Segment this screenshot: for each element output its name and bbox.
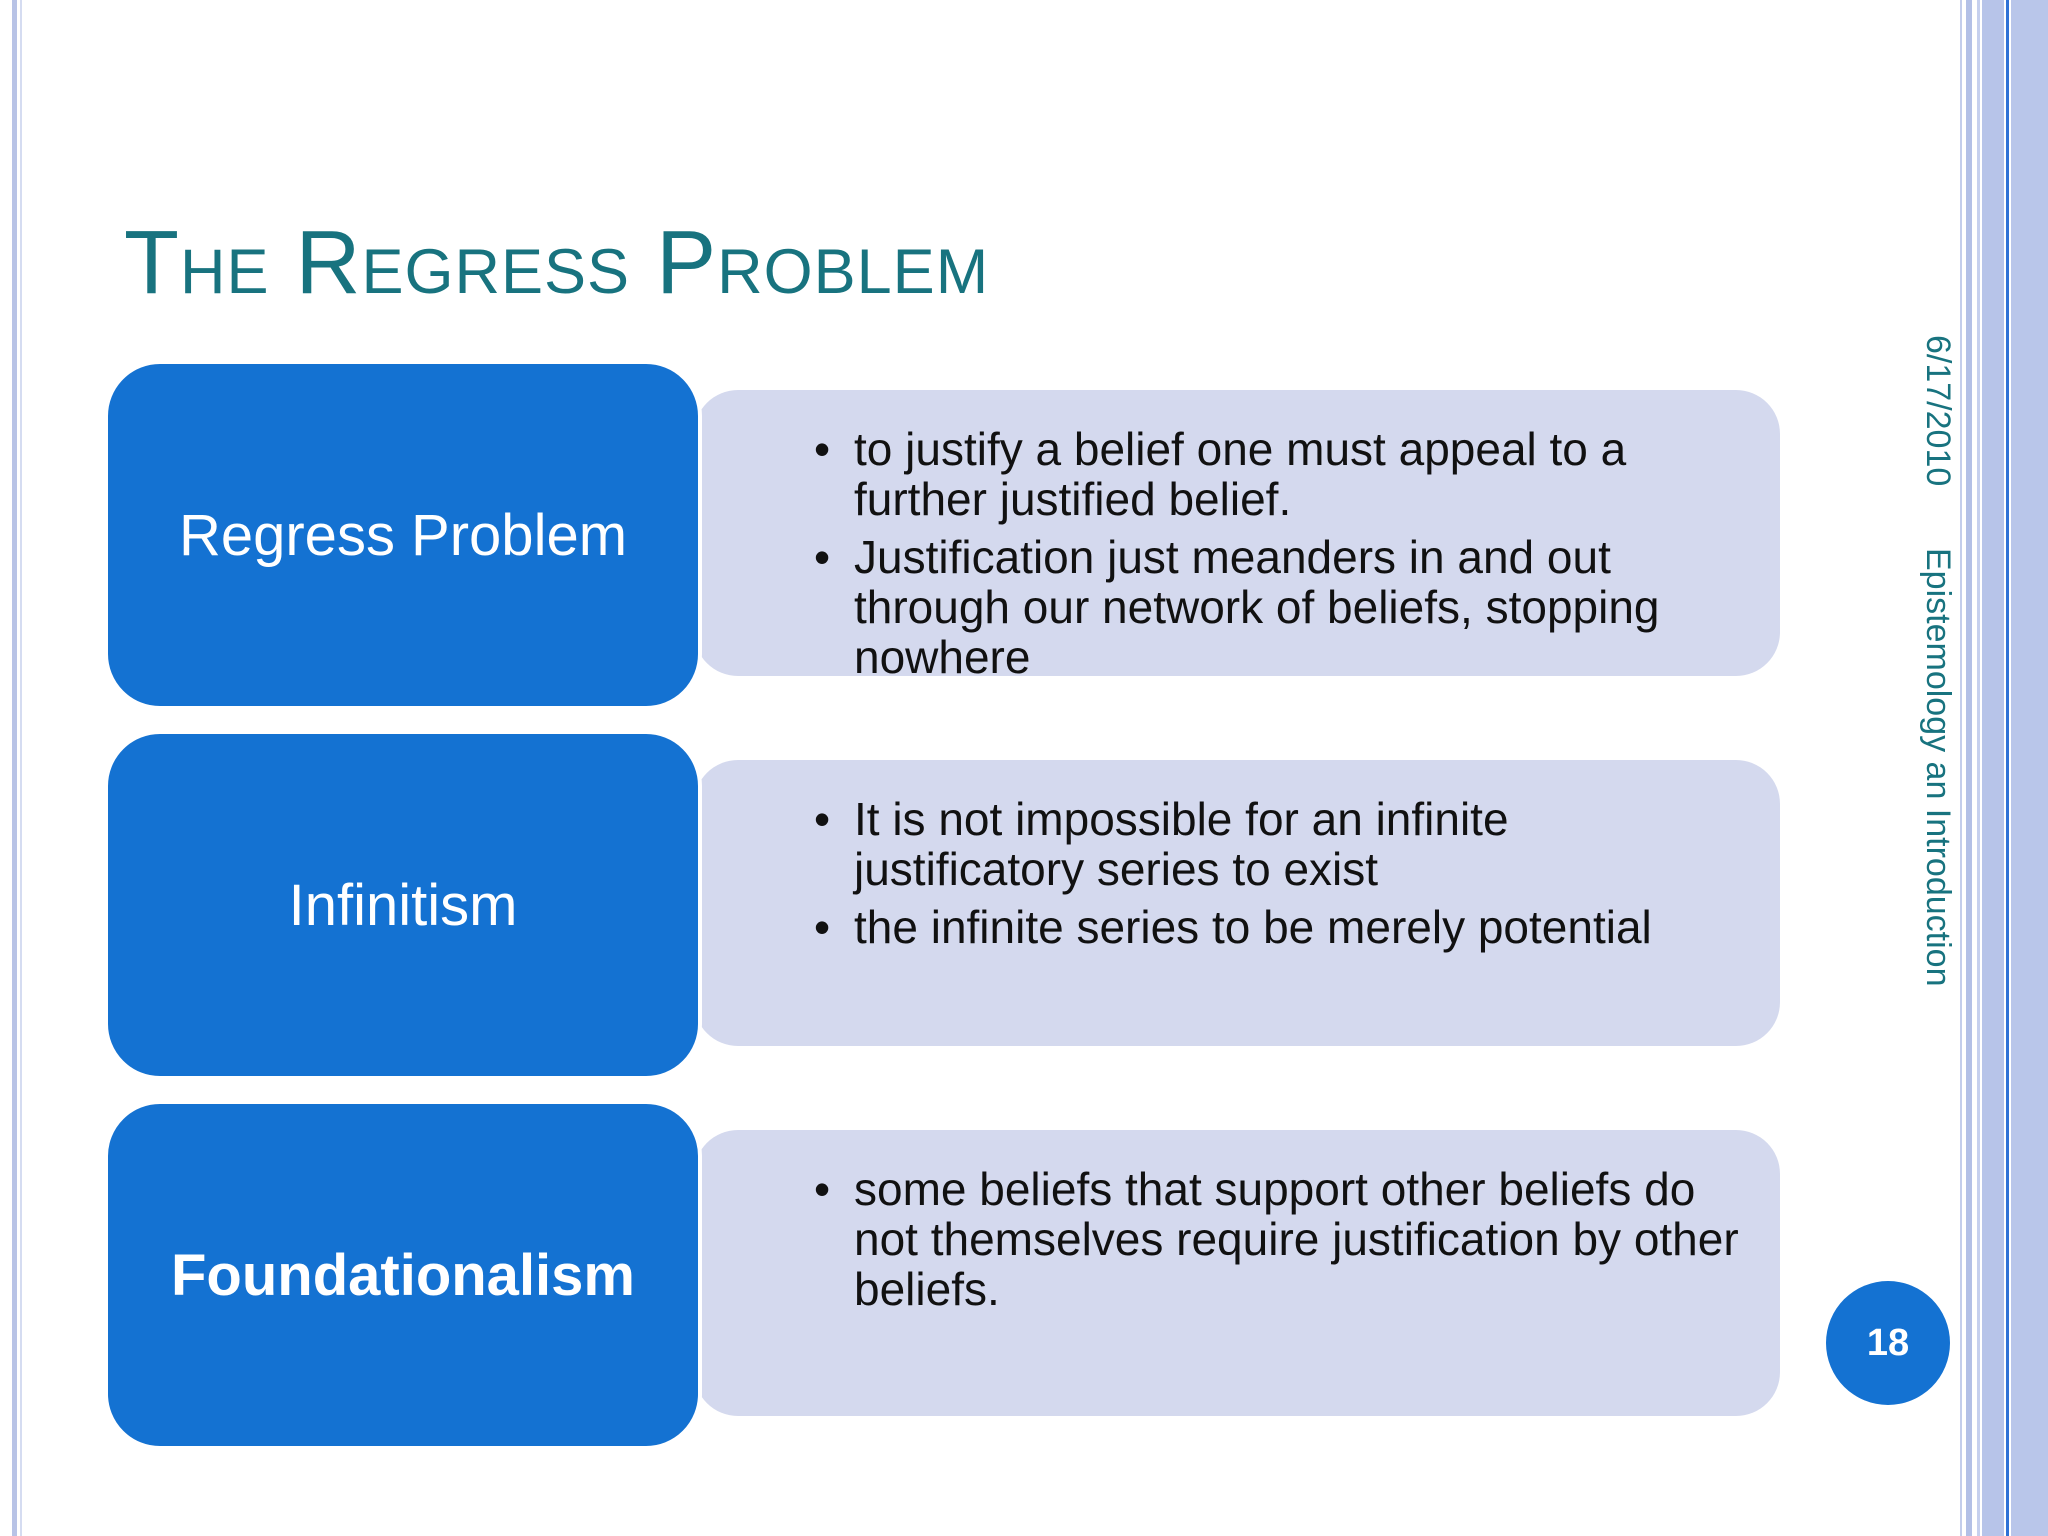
- bullet-item: to justify a belief one must appeal to a…: [814, 424, 1740, 524]
- page-number: 18: [1866, 1321, 1910, 1364]
- right-border-rule: [1982, 0, 2004, 1536]
- slide-date: 6/17/2010: [1919, 335, 1957, 487]
- bullet-item: the infinite series to be merely potenti…: [814, 902, 1740, 952]
- bullet-item: It is not impossible for an infinite jus…: [814, 794, 1740, 894]
- right-border-accent-rule: [2006, 0, 2009, 1536]
- row-label: Foundationalism: [171, 1242, 635, 1308]
- right-border-rule: [1977, 0, 1980, 1536]
- concept-row-regress-problem: to justify a belief one must appeal to a…: [104, 360, 1780, 710]
- concept-row-foundationalism: some beliefs that support other beliefs …: [104, 1100, 1780, 1450]
- bullet-item: Justification just meanders in and out t…: [814, 532, 1740, 682]
- page-number-badge: 18: [1826, 1281, 1950, 1405]
- slide-footer-vertical: 6/17/2010 Epistemology an Introduction: [1918, 335, 1957, 986]
- label-box: Infinitism: [104, 730, 702, 1080]
- concept-row-infinitism: It is not impossible for an infinite jus…: [104, 730, 1780, 1080]
- detail-box: to justify a belief one must appeal to a…: [694, 390, 1780, 682]
- bullet-list: some beliefs that support other beliefs …: [814, 1164, 1740, 1314]
- label-box: Regress Problem: [104, 360, 702, 710]
- bullet-item: some beliefs that support other beliefs …: [814, 1164, 1740, 1314]
- slide-title: The Regress Problem: [124, 213, 990, 313]
- right-border-rule: [1966, 0, 1972, 1536]
- bullet-list: It is not impossible for an infinite jus…: [814, 794, 1740, 952]
- left-border-rule: [12, 0, 17, 1536]
- course-title: Epistemology an Introduction: [1919, 547, 1957, 987]
- right-border-rule: [1960, 0, 1962, 1536]
- row-label: Infinitism: [288, 872, 518, 938]
- detail-box: some beliefs that support other beliefs …: [694, 1130, 1780, 1416]
- label-box: Foundationalism: [104, 1100, 702, 1450]
- bullet-list: to justify a belief one must appeal to a…: [814, 424, 1740, 682]
- detail-box: It is not impossible for an infinite jus…: [694, 760, 1780, 1046]
- row-label: Regress Problem: [178, 502, 628, 568]
- left-border-rule-thin: [20, 0, 22, 1536]
- right-border-rule: [2011, 0, 2048, 1536]
